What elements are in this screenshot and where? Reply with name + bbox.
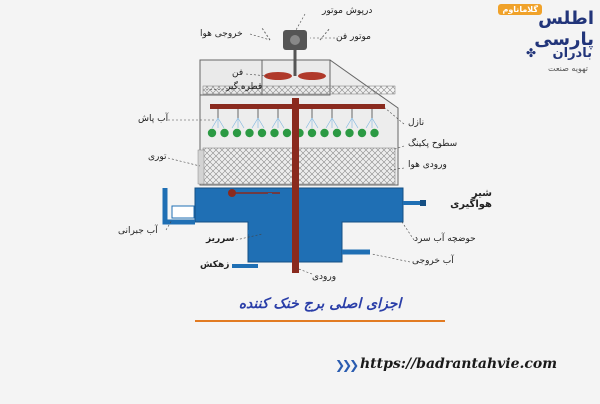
spray-line (251, 117, 259, 129)
water-droplet (332, 128, 342, 138)
water-droplet (245, 128, 254, 138)
air-out-arrow-2 (319, 27, 331, 41)
label-packing-surfaces: سطوح پکینگ (408, 139, 458, 149)
label-overflow: سرریز (206, 234, 235, 244)
water-droplet (345, 128, 354, 138)
float-valve-box (171, 205, 195, 219)
water-droplet (307, 128, 317, 138)
spray-line (271, 117, 279, 129)
logo-company: بادران (552, 46, 592, 61)
fan-blade-left (264, 72, 292, 80)
water-droplet (370, 128, 379, 138)
overflow-pipe (248, 193, 272, 234)
riser-pipe (292, 98, 299, 273)
logo-badge: گلاماناوم (498, 4, 542, 15)
spray-line (331, 117, 339, 129)
spray-line (345, 117, 353, 129)
water-droplet (270, 128, 279, 138)
spray-line (311, 117, 319, 129)
label-water-spray: آب پاش (138, 114, 169, 124)
label-drain: زهکش (200, 260, 230, 270)
label-motor-fan: موتور فن (336, 32, 371, 42)
fan-blade-right (298, 72, 326, 80)
water-droplet (282, 128, 292, 138)
logo-brand: اطلس پارسی (534, 8, 594, 50)
spray-line (365, 117, 373, 129)
water-droplet (257, 128, 267, 138)
label-fan: فن (232, 68, 244, 78)
label-cold-water-basin: حوضچه آب سرد (414, 234, 476, 244)
spray-line (257, 117, 265, 129)
air-vent-valve (420, 200, 426, 206)
label-air-outlet: خروجی هوا (200, 29, 243, 39)
water-droplet (207, 128, 217, 138)
logo-tagline: تهویه صنعت (547, 64, 588, 73)
label-inlet: ورودی (312, 272, 337, 282)
air-out-arrow-1 (261, 27, 271, 41)
diagram-caption: اجزای اصلی برج خنک کننده (238, 296, 402, 312)
label-makeup-water: آب جبرانی (118, 226, 158, 236)
caption-underline (195, 320, 445, 322)
double-chevron-icon: ❯❯❯ (335, 358, 359, 372)
spray-line (325, 117, 333, 129)
spray-line (277, 117, 285, 129)
spray-line (211, 117, 219, 129)
water-droplet (232, 128, 242, 138)
label-air-inlet: ورودی هوا (408, 160, 447, 170)
website-link[interactable]: https://badrantahvie.com (360, 356, 558, 372)
makeup-water-pipe (162, 188, 195, 225)
spray-line (351, 117, 359, 129)
spray-line (231, 117, 239, 129)
label-water-outlet: آب خروجی (412, 256, 454, 266)
spray-line (217, 117, 225, 129)
water-droplet (357, 128, 367, 138)
spray-line (371, 117, 379, 129)
fan-icon: ✤ (525, 46, 536, 60)
spray-line (305, 117, 313, 129)
nozzle-group (207, 109, 379, 138)
brand-logo: گلاماناوم اطلس پارسی ✤ بادران تهویه صنعت (490, 2, 598, 82)
label-drift-eliminator: قطره گیر (226, 82, 263, 92)
water-droplet (320, 128, 329, 138)
label-air-vent-valve: شیر هواگیری (450, 188, 492, 210)
louver-panel (197, 149, 205, 185)
label-nozzle: نازل (408, 118, 425, 128)
drift-eliminator (202, 85, 396, 95)
label-motor-shaft: درپوش موتور (322, 6, 373, 16)
spray-line (237, 117, 245, 129)
label-louver: توری (148, 152, 167, 162)
leader-lines (165, 13, 415, 275)
motor-hub (290, 35, 300, 45)
water-droplet (220, 128, 229, 138)
